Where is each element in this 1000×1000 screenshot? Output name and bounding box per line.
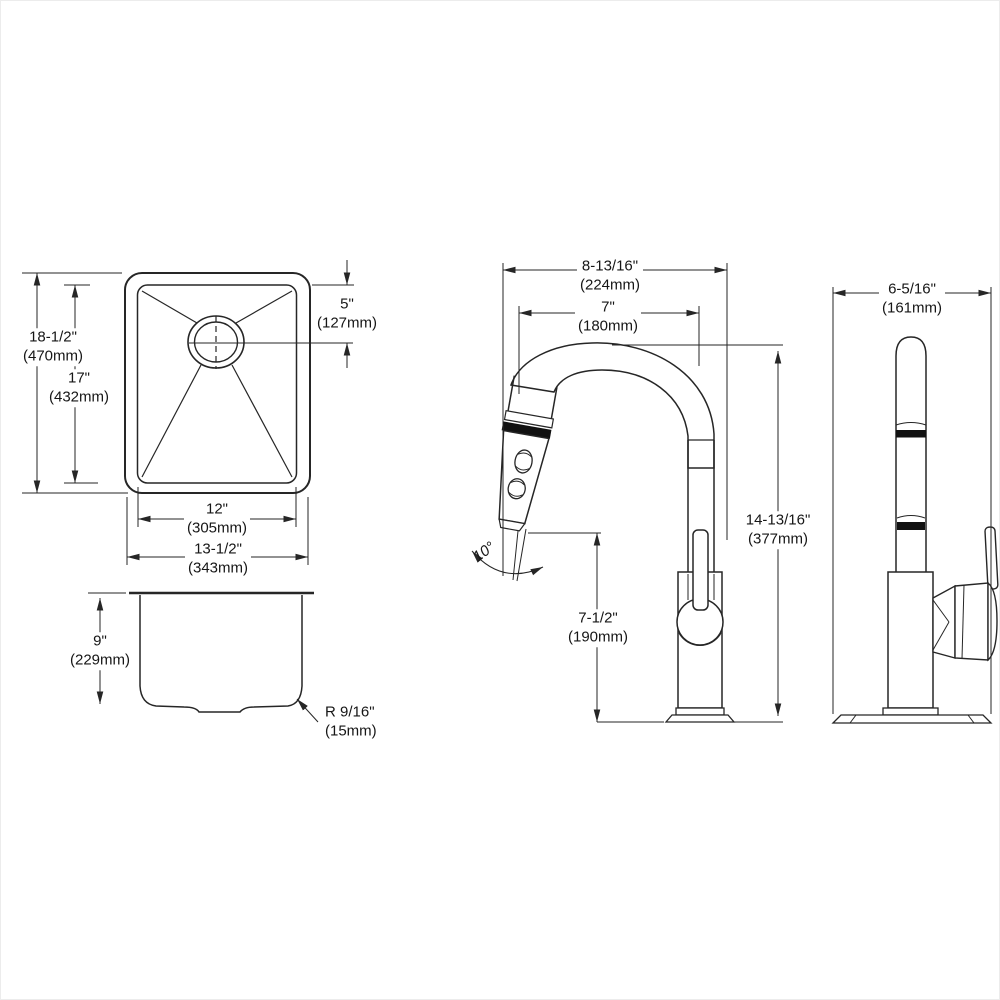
angle-indicator: [471, 528, 544, 582]
dim-faucet-spout-reach: 7" (180mm): [574, 298, 642, 336]
sink-side-view: [88, 591, 319, 723]
dim-faucet-spout-height: 7-1/2" (190mm): [564, 609, 632, 647]
dim-sink-depth: 9" (229mm): [66, 632, 134, 670]
dim-drain-offset: 5" (127mm): [313, 295, 381, 333]
dim-corner-radius: R 9/16" (15mm): [325, 703, 377, 739]
dim-sink-bowl-width: 12" (305mm): [183, 500, 251, 538]
front-band-lower: [897, 522, 925, 530]
front-band-upper: [896, 430, 926, 438]
faucet-front-body: [887, 571, 934, 709]
radius-leader-line: [296, 698, 319, 723]
drain-icon: [187, 315, 245, 369]
dim-sink-bowl-height: 17" (432mm): [45, 369, 113, 407]
dim-faucet-front-width: 6-5/16" (161mm): [878, 280, 946, 318]
faucet-front-column: [895, 336, 927, 572]
faucet-side-view: [471, 263, 783, 723]
spray-head-band: [501, 421, 552, 439]
bowl-slope-lines: [141, 290, 293, 478]
dim-sink-overall-height: 18-1/2" (470mm): [19, 328, 87, 366]
faucet-spout-arch: [509, 342, 715, 469]
spray-head: [498, 375, 558, 532]
faucet-base: [664, 714, 736, 723]
faucet-front-view: [831, 287, 999, 724]
dim-sink-overall-width: 13-1/2" (343mm): [184, 540, 252, 578]
dim-lines-drain-offset: [312, 260, 354, 368]
dim-faucet-overall-height: 14-13/16" (377mm): [742, 511, 814, 549]
sink-top-view: [22, 260, 354, 565]
faucet-handle: [676, 529, 724, 646]
dim-lines-overall-height: [22, 272, 128, 494]
dim-faucet-overall-reach: 8-13/16" (224mm): [576, 257, 644, 295]
spray-head-buttons: [507, 449, 533, 500]
deck-plate: [831, 714, 993, 724]
faucet-front-handle: [932, 526, 999, 662]
